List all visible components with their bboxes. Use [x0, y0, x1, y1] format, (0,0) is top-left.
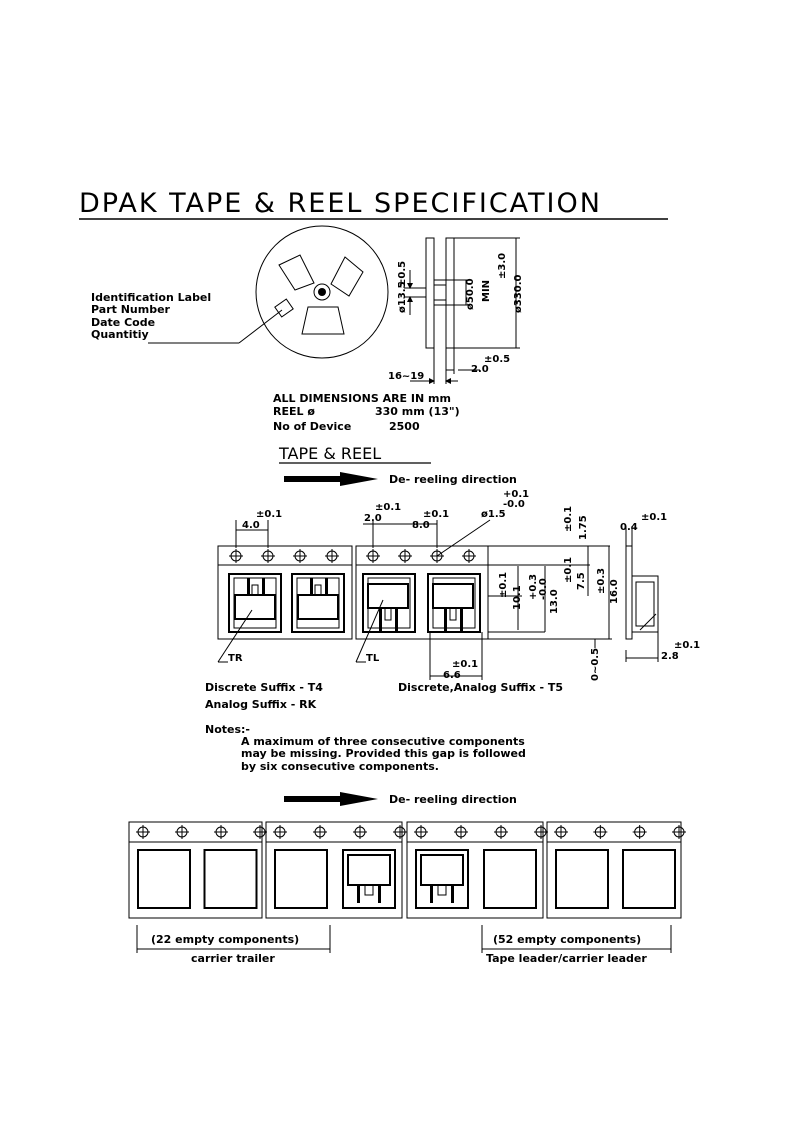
tape-d160: 16.0: [609, 579, 620, 604]
tape-pitch8-tol: ±0.1: [423, 509, 449, 520]
tape-d28: 2.8: [661, 651, 679, 662]
reel-side-view: [404, 237, 520, 384]
direction-arrow-bottom-icon: [284, 792, 378, 806]
carrier-pocket: [415, 849, 469, 909]
reel-note-reel-value: 330 mm (13"): [375, 405, 460, 418]
suffix-analog-rk: Analog Suffix - RK: [205, 698, 317, 711]
reel-note-units: ALL DIMENSIONS ARE IN mm: [273, 392, 451, 405]
reel-width-range: 16~19: [388, 371, 424, 382]
carrier-pocket: [622, 849, 676, 909]
tape-d75: 7.5: [576, 572, 587, 590]
suffix-t5: Discrete,Analog Suffix - T5: [398, 681, 563, 694]
tape-edge2: 2.0: [364, 513, 382, 524]
tape-d160-tol: ±0.3: [596, 568, 607, 594]
tape-d04: 0.4: [620, 522, 638, 533]
tape-d101: 10.1: [512, 585, 523, 610]
carrier-tape-strip: [128, 821, 686, 919]
page-title: DPAK TAPE & REEL SPECIFICATION: [79, 188, 602, 219]
tape-d005: 0~0.5: [590, 648, 601, 681]
reel-outer-tol: ±3.0: [497, 253, 508, 279]
reel-outer-dia: ø330.0: [513, 274, 524, 313]
tape-pitch8: 8.0: [412, 520, 430, 531]
tape-d04-tol: ±0.1: [641, 512, 667, 523]
tape-d28-tol: ±0.1: [674, 640, 700, 651]
tape-d175: 1.75: [578, 515, 589, 540]
identification-label-icon: [274, 298, 294, 318]
leader-caption: Tape leader/carrier leader: [486, 952, 647, 965]
reel-inner-dia: ø50.0: [465, 278, 476, 310]
bottom-direction-label: De- reeling direction: [389, 793, 517, 806]
trailer-count: (22 empty components): [151, 933, 299, 946]
tape-d130: 13.0: [549, 589, 560, 614]
dpak-component-icon: [347, 854, 391, 886]
tape-d130-tol-minus: -0.0: [538, 578, 549, 600]
carrier-pocket: [555, 849, 609, 909]
tape-heading: TAPE & REEL: [278, 444, 381, 463]
reel-hub-tol: ±0.5: [397, 261, 408, 287]
dpak-component-icon: [420, 854, 464, 886]
reel-inner-min: MIN: [481, 280, 492, 302]
tape-hole-dia: ø1.5: [481, 509, 506, 520]
reel-label-identification: Identification Label: [91, 291, 211, 304]
note-line-3: by six consecutive components.: [241, 760, 439, 773]
tape-tr-label: TR: [228, 653, 243, 664]
tape-d175-tol: ±0.1: [563, 506, 574, 532]
reel-label-part-number: Part Number: [91, 303, 171, 316]
carrier-pocket: [483, 849, 537, 909]
carrier-pocket: [137, 849, 191, 909]
reel-label-date-code: Date Code: [91, 316, 155, 329]
reel-note-device-value: 2500: [389, 420, 420, 433]
tape-d66: 6.6: [443, 670, 461, 681]
tape-d75-tol: ±0.1: [563, 557, 574, 583]
tape-d66-tol: ±0.1: [452, 659, 478, 670]
notes-label: Notes:-: [205, 723, 250, 736]
tape-edge2-tol: ±0.1: [375, 502, 401, 513]
reel-hub-dia: ø13.5: [397, 281, 408, 313]
note-line-1: A maximum of three consecutive component…: [241, 735, 525, 748]
reel-front-view: [148, 225, 389, 359]
reel-flange: 2.0: [471, 364, 489, 375]
reel-note-reel-label: REEL ø: [273, 405, 315, 418]
direction-arrow-icon: [284, 472, 378, 486]
tape-pitch4: 4.0: [242, 520, 260, 531]
leader-count: (52 empty components): [493, 933, 641, 946]
note-line-2: may be missing. Provided this gap is fol…: [241, 747, 526, 760]
suffix-discrete-t4: Discrete Suffix - T4: [205, 681, 323, 694]
reel-label-quantity: Quantitiy: [91, 328, 149, 341]
tape-hole-tol-plus: +0.1: [503, 489, 529, 500]
tape-tl-label: TL: [366, 653, 380, 664]
tape-t5-diagram: [355, 545, 610, 663]
tape-side-profile: [625, 526, 659, 662]
tape-t4-diagram: [217, 545, 353, 663]
tape-pitch4-tol: ±0.1: [256, 509, 282, 520]
tape-hole-tol-minus: -0.0: [503, 499, 525, 510]
carrier-pocket: [274, 849, 328, 909]
tape-d130-tol-plus: +0.3: [528, 574, 539, 600]
reel-flange-tol: ±0.5: [484, 354, 510, 365]
tape-d101-tol: ±0.1: [498, 572, 509, 598]
tape-direction-label: De- reeling direction: [389, 473, 517, 486]
trailer-caption: carrier trailer: [191, 952, 275, 965]
carrier-pocket: [342, 849, 396, 909]
reel-note-device-label: No of Device: [273, 420, 351, 433]
carrier-pocket: [203, 849, 258, 909]
